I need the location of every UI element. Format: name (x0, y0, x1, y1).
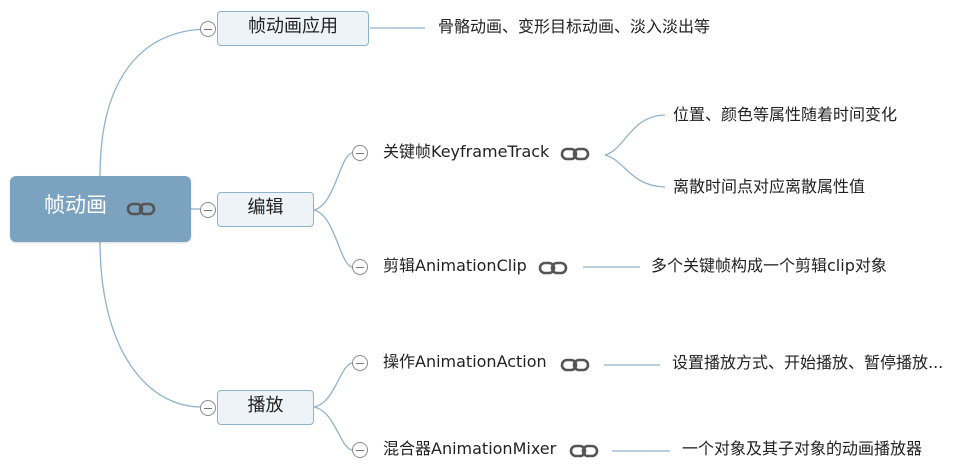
mixer-label[interactable]: 混合器AnimationMixer (383, 439, 557, 458)
collapse-play-icon[interactable] (200, 400, 216, 416)
clip-note: 多个关键帧构成一个剪辑clip对象 (651, 256, 887, 275)
keyframe-child-2: 离散时间点对应离散属性值 (673, 177, 866, 196)
collapse-keyframe-icon[interactable] (352, 145, 368, 161)
mixer-link-icon[interactable] (569, 443, 599, 459)
clip-link-icon[interactable] (538, 260, 568, 276)
branch-frame-app[interactable]: 帧动画应用 (217, 11, 369, 46)
connector-keyframe-child-2 (604, 154, 666, 188)
root-node[interactable]: 帧动画 (10, 176, 191, 242)
connector-root-frame-app (99, 28, 209, 177)
collapse-mixer-icon[interactable] (352, 442, 368, 458)
branch-edit[interactable]: 编辑 (217, 192, 314, 227)
connector-keyframe-child-1 (604, 114, 666, 156)
keyframe-child-1: 位置、颜色等属性随着时间变化 (673, 105, 898, 124)
root-label: 帧动画 (44, 193, 107, 217)
collapse-action-icon[interactable] (352, 355, 368, 371)
branch-play[interactable]: 播放 (217, 390, 314, 425)
connector-play-action (313, 362, 353, 408)
keyframe-label[interactable]: 关键帧KeyframeTrack (383, 142, 550, 161)
connector-root-play (99, 241, 201, 408)
connector-edit-keyframe (313, 152, 353, 211)
connector-edit-clip (313, 209, 353, 268)
keyframe-link-icon[interactable] (560, 146, 590, 162)
clip-label[interactable]: 剪辑AnimationClip (383, 256, 527, 275)
branch-play-label: 播放 (247, 395, 284, 416)
mixer-note: 一个对象及其子对象的动画播放器 (682, 439, 923, 458)
action-label[interactable]: 操作AnimationAction (383, 352, 547, 371)
action-link-icon[interactable] (560, 357, 590, 373)
link-icon[interactable] (126, 201, 156, 217)
frame-app-note: 骨骼动画、变形目标动画、淡入淡出等 (438, 17, 711, 36)
collapse-clip-icon[interactable] (352, 259, 368, 275)
connector-play-mixer (313, 406, 353, 451)
branch-edit-label: 编辑 (247, 197, 284, 218)
collapse-frame-app-icon[interactable] (200, 21, 216, 37)
branch-frame-app-label: 帧动画应用 (248, 16, 338, 37)
action-note: 设置播放方式、开始播放、暂停播放... (672, 353, 944, 372)
collapse-edit-icon[interactable] (200, 202, 216, 218)
